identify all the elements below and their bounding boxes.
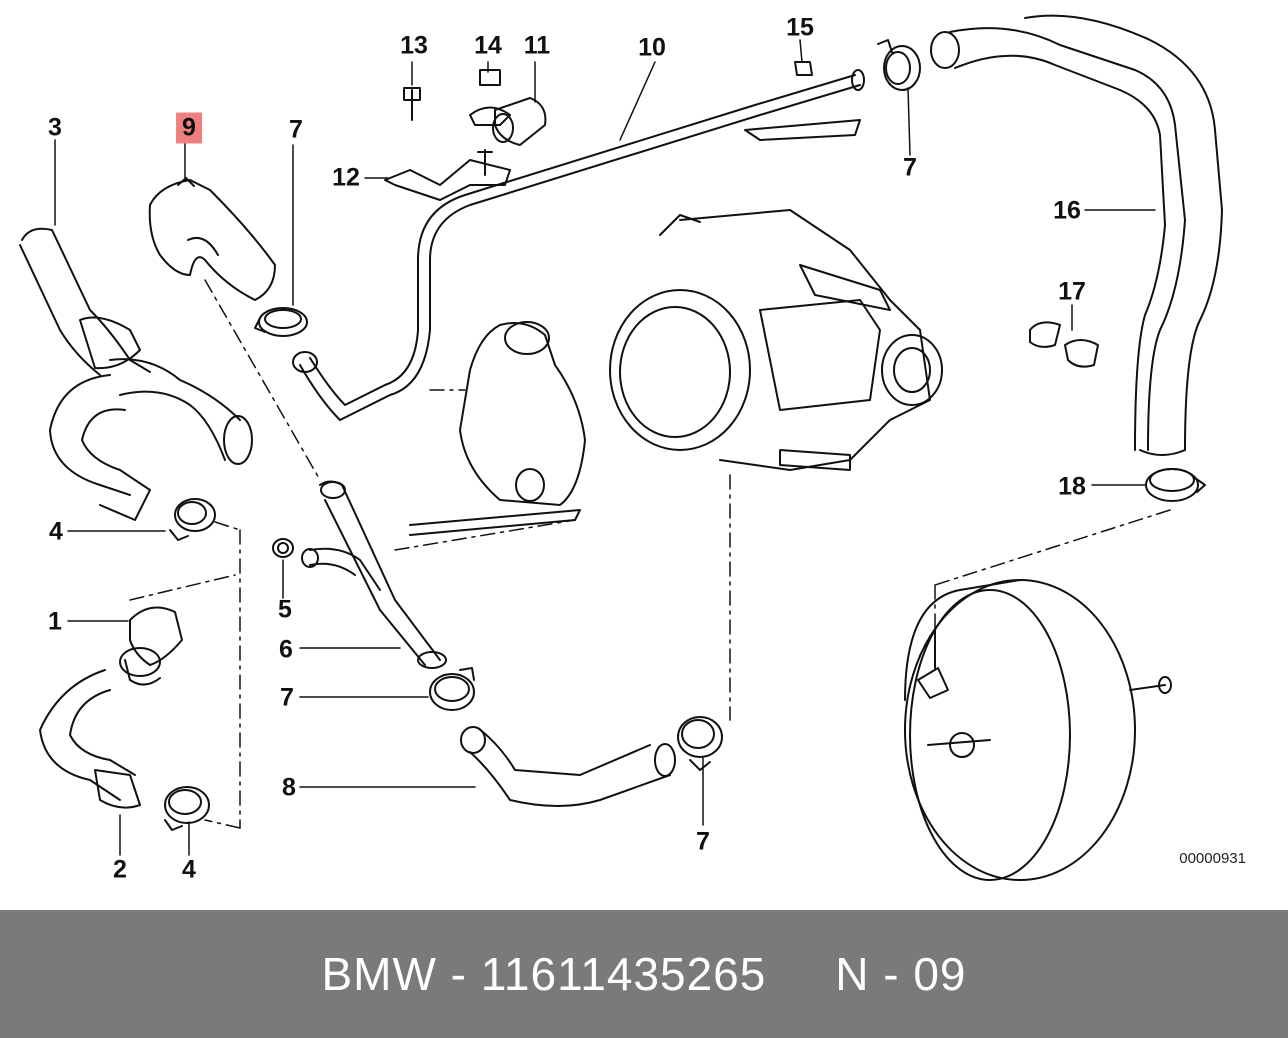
clamp-7c [429, 667, 475, 711]
brake-booster [904, 579, 1172, 881]
diagram-code: 00000931 [1179, 850, 1246, 867]
diagram-drawing [19, 14, 1223, 881]
callout-4[interactable]: 4 [49, 517, 63, 546]
thermostat-housing [409, 321, 586, 536]
callout-14[interactable]: 14 [474, 31, 502, 60]
callout-7[interactable]: 7 [696, 827, 710, 856]
callout-16[interactable]: 16 [1053, 196, 1081, 225]
callout-18[interactable]: 18 [1058, 472, 1086, 501]
callout-10[interactable]: 10 [638, 33, 666, 62]
hose-2 [39, 669, 141, 809]
clamp-5 [272, 538, 294, 558]
pipe-6 [301, 480, 447, 669]
callout-5[interactable]: 5 [278, 595, 292, 624]
clamp-7b [877, 39, 921, 91]
fitting-1 [119, 606, 183, 686]
throttle-body [609, 209, 943, 471]
callout-4[interactable]: 4 [182, 855, 196, 884]
parts-diagram: 3 9 7 13 14 11 10 15 7 12 16 17 18 4 5 1… [19, 13, 1246, 884]
callout-3[interactable]: 3 [48, 113, 62, 142]
callout-13[interactable]: 13 [400, 31, 428, 60]
hose-3 [19, 227, 253, 521]
callout-12[interactable]: 12 [332, 163, 360, 192]
clamp-18 [1145, 468, 1206, 502]
clamp-7a [254, 307, 308, 337]
pipe-10 [292, 69, 865, 421]
nut-15 [794, 61, 813, 76]
callout-8[interactable]: 8 [282, 773, 296, 802]
callout-7[interactable]: 7 [280, 683, 294, 712]
callout-1[interactable]: 1 [48, 607, 62, 636]
callout-9-highlighted[interactable]: 9 [176, 112, 202, 144]
footer-bar: BMW - 11611435265 N - 09 [0, 910, 1288, 1038]
callout-17[interactable]: 17 [1058, 277, 1086, 306]
part-number-caption: BMW - 11611435265 N - 09 [321, 948, 967, 1000]
clamp-4-bottom [164, 786, 210, 831]
callout-2[interactable]: 2 [113, 855, 127, 884]
callout-7[interactable]: 7 [289, 115, 303, 144]
callout-11[interactable]: 11 [523, 31, 551, 60]
hose-16 [930, 14, 1223, 456]
clamp-7d [677, 716, 723, 771]
bracket-12 [384, 87, 511, 201]
clamp-4-top [169, 498, 216, 541]
part-9 [148, 177, 276, 301]
callout-7[interactable]: 7 [903, 153, 917, 182]
clip-17 [1029, 321, 1099, 368]
callout-6[interactable]: 6 [279, 635, 293, 664]
part-11 [492, 97, 547, 146]
nut-14 [469, 69, 511, 126]
hose-8 [460, 726, 676, 807]
callout-15[interactable]: 15 [786, 13, 814, 42]
